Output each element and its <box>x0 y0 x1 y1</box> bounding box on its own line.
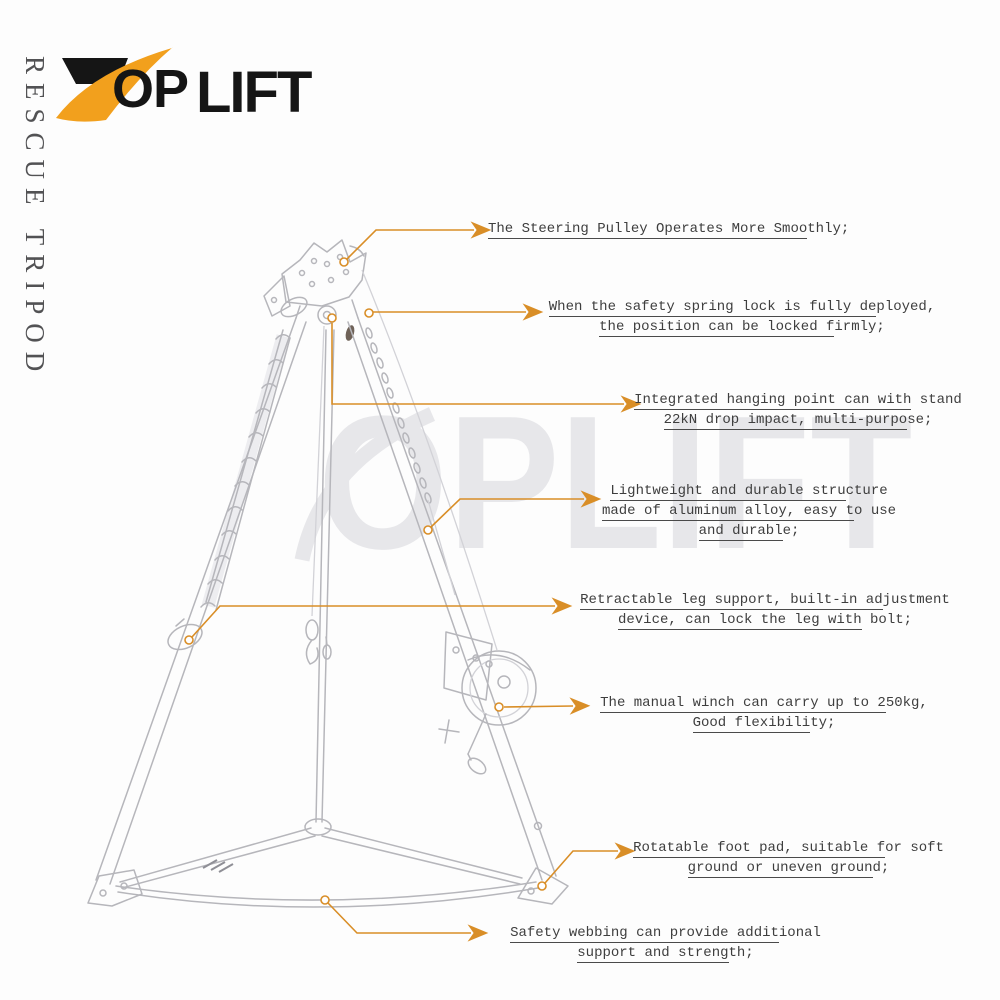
hanging-cable <box>311 325 325 617</box>
annotation-line: When the safety spring lock is fully dep… <box>548 299 936 317</box>
annotation-line: Safety webbing can provide additional <box>510 925 821 943</box>
annotation-line: Lightweight and durable structure <box>610 483 888 501</box>
winch-cable <box>361 269 498 651</box>
grip-handle <box>345 325 355 341</box>
annotation-line: and durable; <box>698 523 800 541</box>
annotation-line: 22kN drop impact, multi-purpose; <box>663 412 933 430</box>
annotation-safety-spring-lock: When the safety spring lock is fully dep… <box>548 297 936 337</box>
vertical-product-label: RESCUE TRIPOD <box>20 56 50 381</box>
annotation-line: The manual winch can carry up to 250kg, <box>600 695 928 713</box>
leg-chain <box>365 327 432 504</box>
annotation-line: Retractable leg support, built-in adjust… <box>580 592 950 610</box>
annotation-line: Rotatable foot pad, suitable for soft <box>633 840 944 858</box>
safety-webbing <box>115 818 539 908</box>
annotation-line: Good flexibility; <box>692 715 836 733</box>
crank-knob <box>467 757 487 775</box>
webbing-buckle <box>202 859 234 873</box>
annotation-line: device, can lock the leg with bolt; <box>617 612 913 630</box>
annotation-foot-pad: Rotatable foot pad, suitable for soft gro… <box>631 838 946 878</box>
right-foot-pad <box>517 867 569 905</box>
brand-logo: OP LIFT <box>56 47 314 125</box>
annotation-safety-webbing: Safety webbing can provide additional sup… <box>508 923 823 963</box>
left-leg <box>87 317 307 907</box>
annotation-structure: Lightweight and durable structure made of… <box>599 481 899 541</box>
annotation-manual-winch: The manual winch can carry up to 250kg, G… <box>599 693 929 733</box>
hanging-hook <box>305 619 332 665</box>
annotation-hanging-point: Integrated hanging point can with stand 2… <box>633 390 963 430</box>
left-foot-pad <box>87 869 143 907</box>
logo-swoosh <box>56 47 173 122</box>
leg-ring <box>167 623 203 651</box>
annotation-line: made of aluminum alloy, easy to use <box>601 503 897 521</box>
tripod-sketch <box>87 239 569 908</box>
annotation-line: Integrated hanging point can with stand <box>634 392 962 410</box>
annotation-line: The Steering Pulley Operates More Smooth… <box>488 221 850 239</box>
tripod-head <box>263 239 367 341</box>
watermark-swoosh <box>294 407 436 562</box>
annotation-leg-support: Retractable leg support, built-in adjust… <box>579 590 951 630</box>
annotation-steering-pulley: The Steering Pulley Operates More Smooth… <box>488 219 853 239</box>
annotation-line: ground or uneven ground; <box>687 860 890 878</box>
pulley-icon <box>317 305 337 325</box>
crank-arm <box>467 713 487 755</box>
coiled-rope <box>200 334 291 608</box>
logo-text-op: OP <box>112 59 188 119</box>
annotation-line: support and strength; <box>577 945 754 963</box>
leader-lines <box>184 221 642 942</box>
rope-cleat <box>438 719 460 744</box>
logo-text-lift: LIFT <box>196 60 312 125</box>
right-leg <box>347 269 569 905</box>
rear-leg <box>305 325 335 823</box>
manual-winch <box>438 631 537 775</box>
annotation-line: the position can be locked firmly; <box>599 319 885 337</box>
